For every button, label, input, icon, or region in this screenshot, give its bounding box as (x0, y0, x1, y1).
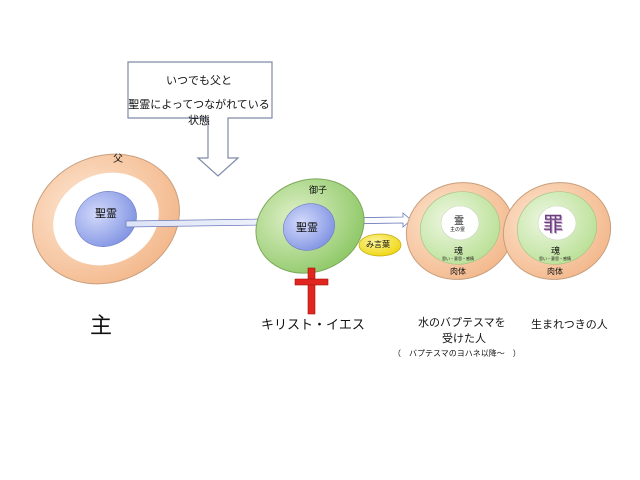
baptized-spirit-label: 霊 (454, 216, 464, 227)
baptized-caption-line-1: 水のバプテスマを (418, 316, 506, 329)
cross-icon (294, 267, 329, 315)
son-holy-spirit-core (283, 203, 335, 251)
baptized-spirit-core (440, 205, 480, 241)
callout-line-1: いつでも父と (166, 74, 232, 87)
natural-soul-sub-label: 思い・意思・感情 (539, 256, 571, 261)
baptized-soul-sub-label: 思い・意思・感情 (442, 256, 474, 261)
father-core-label: 聖霊 (95, 207, 117, 220)
father-caption: 主 (90, 314, 113, 339)
natural-body-label: 肉体 (547, 267, 563, 276)
son-caption: キリスト・イエス (261, 318, 365, 333)
baptized-caption-note: （ バプテスマのヨハネ以降～ ） (393, 349, 521, 358)
baptized-caption-line-2: 受けた人 (442, 332, 486, 345)
baptized-body-label: 肉体 (450, 267, 466, 276)
baptized-soul-label: 魂 (454, 247, 464, 257)
son-core-label: 聖霊 (296, 221, 318, 234)
sin-label: 罪 (543, 212, 563, 236)
father-ring-label: 父 (113, 154, 123, 165)
son-ring-label: 御子 (309, 186, 328, 196)
callout-line-2: 聖霊によってつながれている状態 (128, 98, 270, 127)
word-badge (358, 233, 402, 257)
callout-box (127, 61, 273, 177)
word-badge-label: み言葉 (366, 240, 390, 249)
father-holy-spirit-core (75, 191, 137, 247)
natural-caption: 生まれつきの人 (531, 318, 608, 331)
natural-spirit-core (537, 205, 577, 241)
natural-soul-label: 魂 (551, 247, 561, 257)
baptized-spirit-sub-label: 主の霊 (450, 227, 466, 233)
